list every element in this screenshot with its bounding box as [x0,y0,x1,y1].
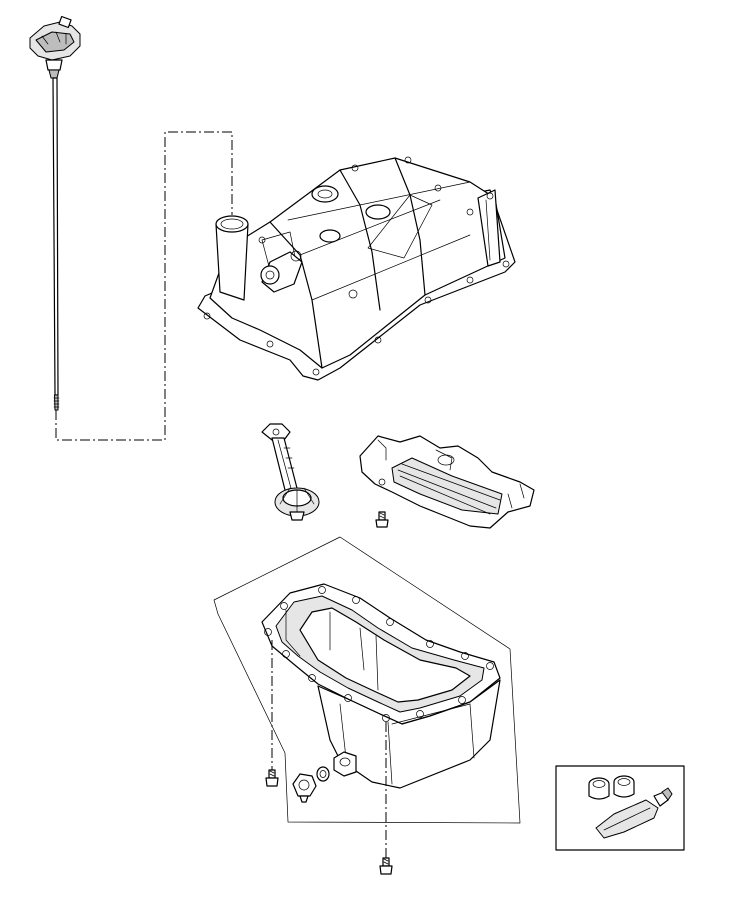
bolt-pan-left [265,769,279,787]
oil-pan-drain-plug [292,766,330,803]
group-outline [213,536,521,824]
leader-dipstick [55,131,233,441]
bolt-pan-bottom [379,857,393,875]
oil-dipstick [29,15,81,411]
oil-pump-pickup-tube [261,423,320,521]
oil-pan [261,583,501,789]
sealant-kit-frame [555,765,685,851]
oil-pan-baffle [359,435,535,529]
sealant-kit [555,765,685,851]
cylinder-head-cover [197,156,516,381]
bolt-pickup [375,511,389,528]
